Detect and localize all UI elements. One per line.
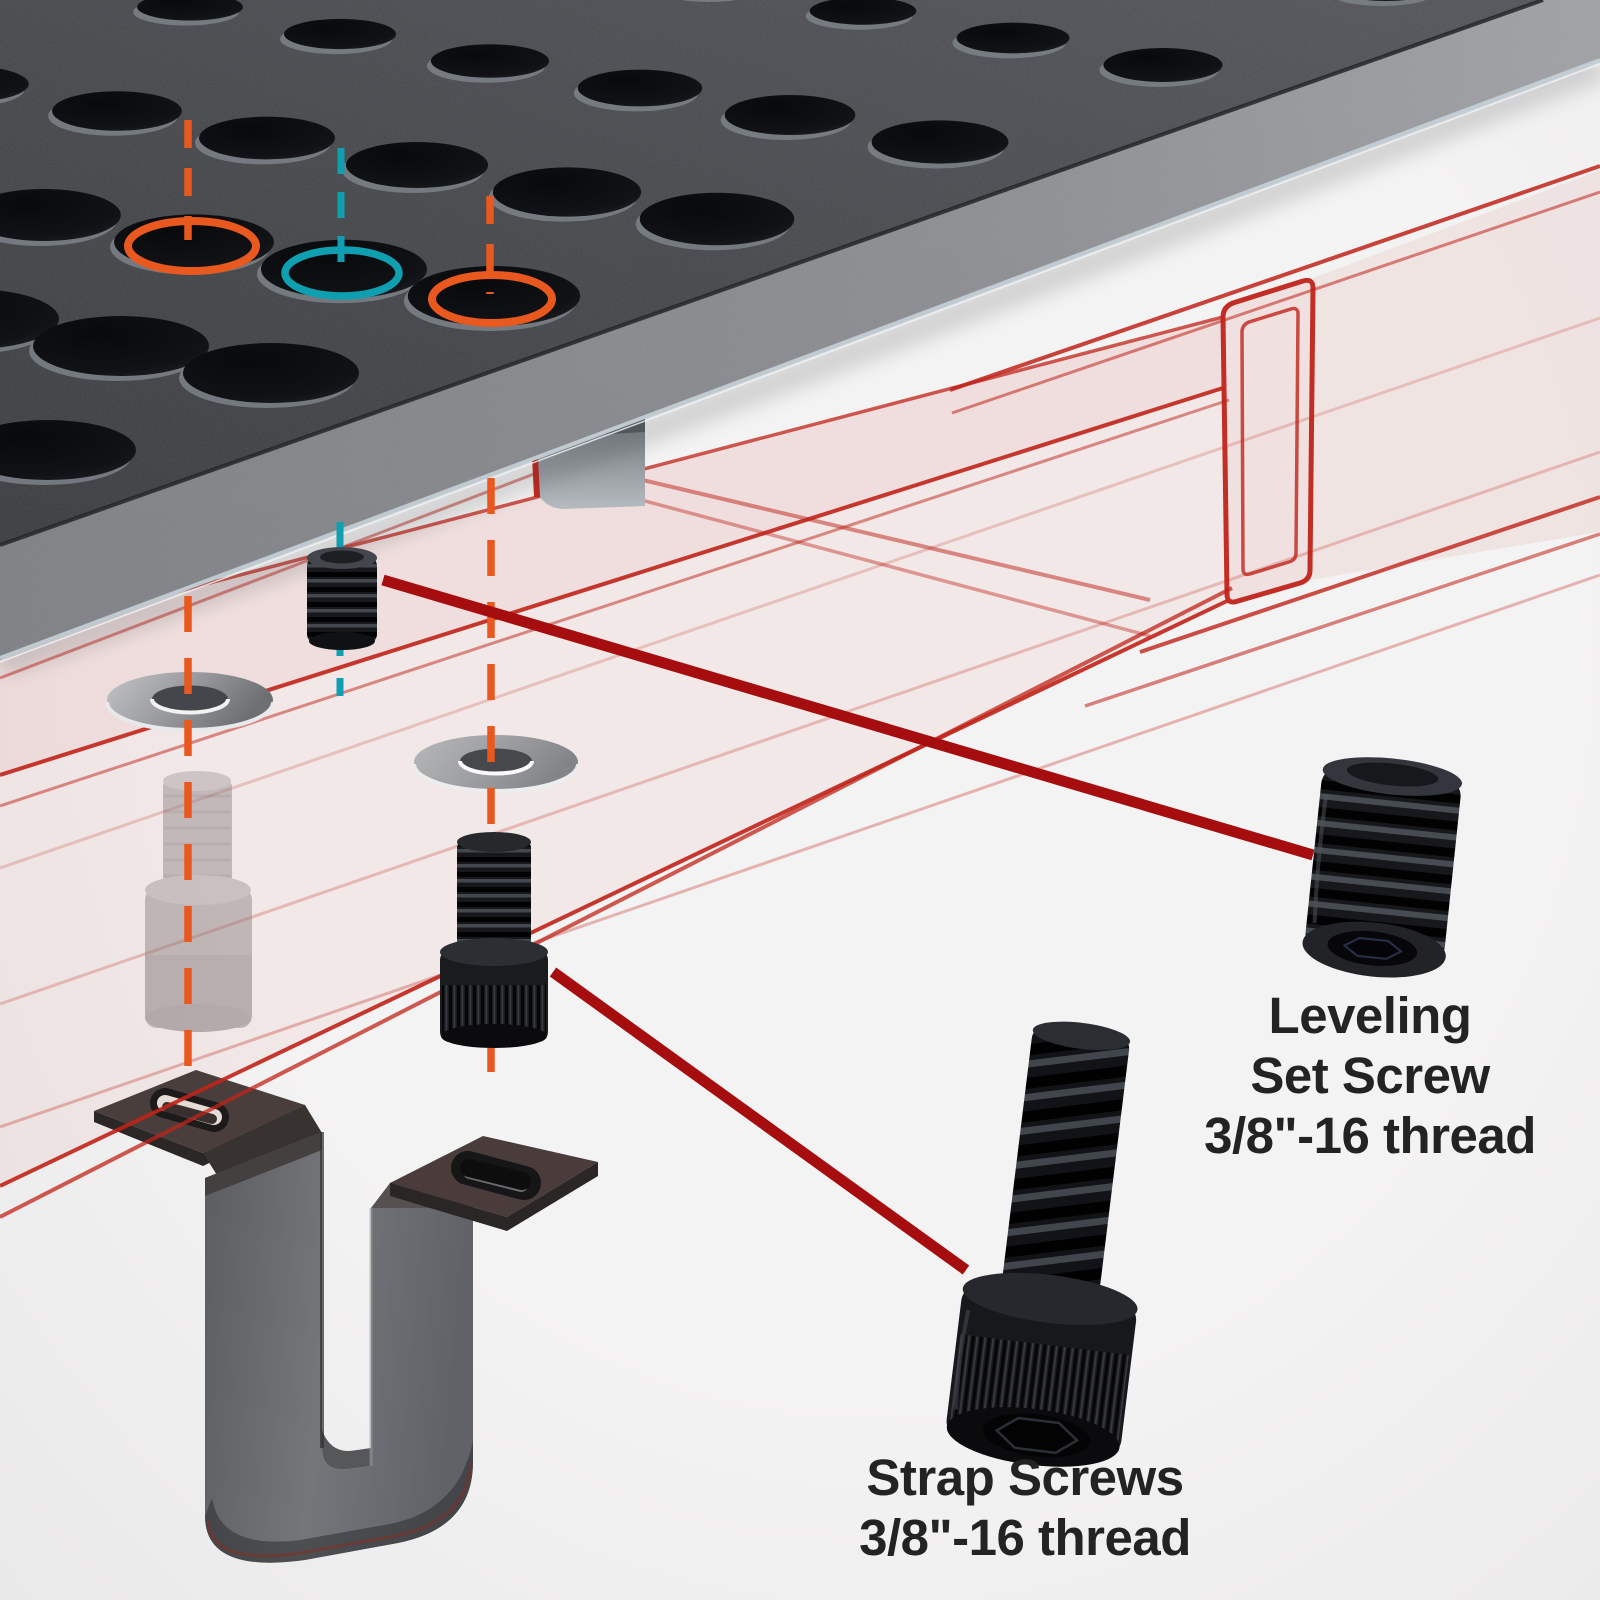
ghost-frame-tube-back <box>0 164 1600 1129</box>
alignment-marks <box>124 120 556 327</box>
plate-hole <box>199 116 335 160</box>
plate-hole <box>33 316 209 376</box>
u-strap-bracket <box>205 1132 598 1563</box>
plate-hole <box>137 0 243 21</box>
plate-hole <box>283 18 397 50</box>
plate-hole <box>956 22 1070 54</box>
orange-circle-right <box>428 271 556 327</box>
plate-hole <box>639 192 795 246</box>
ghost-frame-tube-front-lines <box>0 277 1316 1219</box>
strap-label-line1: Strap Screws <box>866 1449 1184 1506</box>
plate-hole <box>0 420 136 480</box>
flat-washer-left <box>105 672 275 732</box>
plate-hole <box>724 95 856 135</box>
callout-lines <box>381 574 1315 1275</box>
plate-hole <box>183 343 359 403</box>
leveling-label-line2: Set Screw <box>1250 1047 1490 1104</box>
orange-circle-left <box>124 217 260 275</box>
plate-hole-rim <box>1338 0 1426 6</box>
plate-hole <box>52 91 182 131</box>
leveling-set-screw-scene <box>307 547 377 650</box>
ghost-frame-tube-front-fill <box>0 317 1227 1186</box>
leveling-label-line3: 3/8"-16 thread <box>1204 1107 1536 1164</box>
plate-hole <box>1366 0 1406 1</box>
plate-hole <box>345 142 489 188</box>
ghost-strap-screw <box>145 771 252 1032</box>
plate-shadow <box>0 52 1600 677</box>
leveling-set-screw-product <box>1302 757 1462 978</box>
strap-callout-line <box>549 967 970 1275</box>
teal-circle-center <box>281 246 403 300</box>
plate-hole-rim <box>681 0 737 2</box>
plate-hole <box>577 69 703 107</box>
leveling-label-line1: Leveling <box>1268 987 1472 1044</box>
plate-hole <box>0 68 29 100</box>
plate-hole <box>492 167 642 217</box>
strap-screw-product <box>946 1021 1138 1467</box>
leveling-set-screw-label: Leveling Set Screw 3/8"-16 thread <box>1140 986 1600 1166</box>
plate-hole <box>1103 48 1223 82</box>
plate-hole <box>0 189 121 241</box>
strap-screws-label: Strap Screws 3/8"-16 thread <box>790 1448 1260 1568</box>
strap-screw-scene <box>440 832 548 1048</box>
flat-washer-right <box>412 735 580 793</box>
plate-hole <box>430 44 550 78</box>
plate-hole <box>871 120 1009 164</box>
leveling-callout-line <box>381 574 1315 861</box>
plate-hole <box>809 0 917 25</box>
strap-label-line2: 3/8"-16 thread <box>859 1509 1191 1566</box>
